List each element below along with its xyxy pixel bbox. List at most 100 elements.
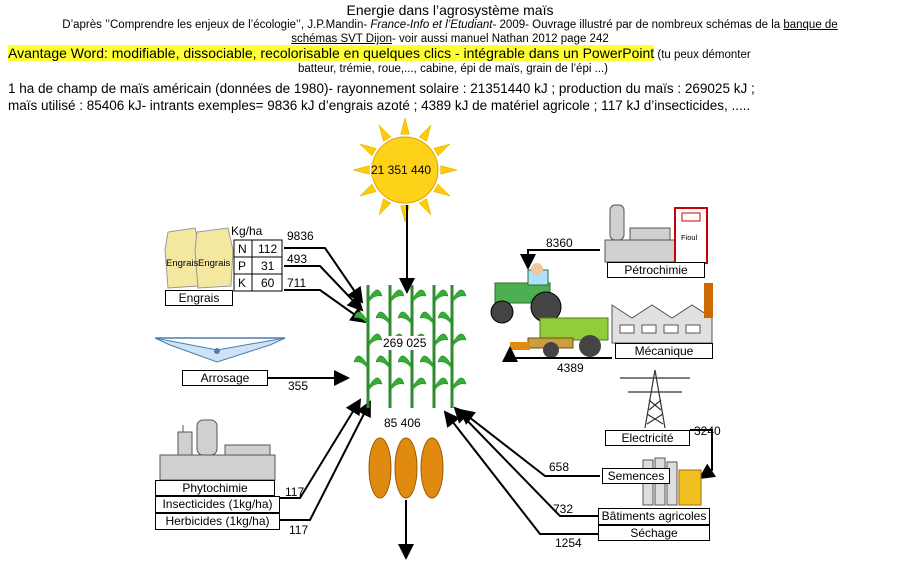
source-publisher: France-Info et l’Etudiant	[370, 19, 493, 31]
arrosage-energy: 355	[288, 379, 309, 393]
petrochimie-factory-icon	[604, 204, 708, 264]
corn-leaf	[397, 311, 413, 326]
sun-ray	[418, 124, 432, 142]
petrochimie-energy: 8360	[546, 236, 573, 250]
arrow-batiments	[453, 406, 598, 517]
sun-ray	[433, 183, 451, 197]
electricite-label: Electricité	[605, 430, 690, 446]
corn-leaf	[433, 333, 449, 348]
engrais-n-energy: 9836	[287, 229, 314, 243]
page-title: Energie dans l’agrosystème maïs	[346, 2, 554, 18]
batiments-label: Bâtiments agricoles	[598, 508, 710, 525]
advantage-note-1: (tu peux démonter	[654, 49, 751, 61]
advantage-note: Avantage Word: modifiable, dissociable, …	[8, 45, 898, 61]
corn-leaf	[433, 377, 449, 392]
petrochimie-label: Pétrochimie	[607, 262, 705, 278]
arrow-mecanique	[502, 346, 612, 362]
corn-leaf	[419, 311, 435, 326]
sun-ray	[359, 183, 377, 197]
sun-ray	[440, 165, 458, 175]
sun-ray	[352, 165, 370, 175]
mecanique-factory-icon	[611, 283, 713, 344]
corn-leaf	[353, 311, 369, 326]
herbicides-energy: 117	[289, 523, 309, 537]
corn-cobs-icon	[368, 437, 444, 499]
arrow-insecticides	[280, 398, 362, 499]
engrais-bag-label-2: Engrais	[198, 258, 231, 269]
facts-block: 1 ha de champ de maïs américain (données…	[8, 80, 898, 114]
insecticides-energy: 117	[285, 485, 305, 499]
corn-leaf	[451, 333, 467, 348]
fuel-pump-label: Fioul	[681, 233, 698, 242]
engrais-k-element: K	[238, 276, 247, 290]
sun-value: 21 351 440	[371, 163, 432, 177]
source-note: D’après ’’Comprendre les enjeux de l’éco…	[0, 18, 900, 46]
sun-ray	[378, 124, 392, 142]
sun-ray	[433, 143, 451, 157]
tractor-icon	[490, 263, 562, 324]
batiments-energy: 732	[553, 502, 574, 516]
sun-ray	[418, 198, 432, 216]
corn-leaf	[419, 355, 435, 370]
fertilizer-bags-icon	[164, 227, 234, 289]
arrow-k	[284, 289, 367, 324]
sun-ray	[400, 117, 410, 135]
sprinkler-icon	[154, 337, 286, 363]
sun-ray	[378, 198, 392, 216]
arrow-sechage	[443, 410, 598, 535]
corn-leaf	[411, 289, 427, 304]
facts-line-1: 1 ha de champ de maïs américain (données…	[8, 81, 755, 96]
sechage-label: Séchage	[598, 525, 710, 541]
electricite-energy: 3240	[694, 424, 721, 438]
corn-leaf	[375, 355, 391, 370]
source-link-1[interactable]: banque de	[783, 19, 838, 31]
arrow-herbicides	[280, 400, 371, 521]
corn-leaf	[411, 377, 427, 392]
engrais-n-amount: 112	[258, 242, 278, 256]
phytochimie-factory-icon	[159, 419, 276, 481]
corn-used: 85 406	[384, 416, 421, 430]
sechage-energy: 1254	[555, 536, 582, 550]
corn-leaf	[437, 355, 453, 370]
engrais-bag-label-1: Engrais	[166, 258, 199, 269]
insecticides-label: Insecticides (1kg/ha)	[155, 496, 280, 513]
arrosage-label: Arrosage	[182, 370, 268, 386]
engrais-unit: Kg/ha	[231, 224, 263, 238]
semences-label: Semences	[602, 468, 670, 484]
corn-leaf	[375, 311, 391, 326]
source-suffix: - voir aussi manuel Nathan 2012 page 242	[392, 33, 609, 45]
engrais-p-amount: 31	[261, 259, 275, 273]
corn-leaf	[433, 289, 449, 304]
sun-ray	[400, 205, 410, 223]
corn-leaf	[353, 355, 369, 370]
electric-pylon-icon	[620, 369, 690, 429]
engrais-table	[233, 239, 283, 292]
source-mid: - 2009- Ouvrage illustré par de nombreux…	[492, 19, 784, 31]
herbicides-label: Herbicides (1kg/ha)	[155, 513, 280, 530]
sun-ray	[359, 143, 377, 157]
engrais-p-element: P	[238, 259, 247, 273]
arrow-semences	[458, 408, 600, 477]
engrais-k-energy: 711	[287, 276, 307, 290]
source-prefix: D’après ’’Comprendre les enjeux de l’éco…	[62, 19, 371, 31]
combine-harvester-icon	[510, 317, 609, 358]
corn-leaf	[367, 289, 383, 304]
corn-production: 269 025	[383, 336, 427, 350]
arrow-n	[284, 247, 364, 304]
mecanique-label: Mécanique	[615, 343, 713, 359]
advantage-highlight: Avantage Word: modifiable, dissociable, …	[8, 45, 655, 61]
engrais-p-energy: 493	[287, 252, 308, 266]
corn-leaf	[367, 377, 383, 392]
corn-leaf	[451, 289, 467, 304]
corn-leaf	[389, 377, 405, 392]
phytochimie-label: Phytochimie	[155, 480, 275, 496]
corn-leaf	[437, 311, 453, 326]
engrais-k-amount: 60	[261, 276, 275, 290]
engrais-label: Engrais	[165, 290, 233, 306]
corn-leaf	[389, 289, 405, 304]
advantage-note-2: batteur, trémie, roue,..., cabine, épi d…	[297, 63, 609, 75]
source-link-2[interactable]: schémas SVT Dijon	[291, 33, 393, 45]
arrow-petrochimie	[520, 249, 600, 270]
corn-leaf	[451, 377, 467, 392]
